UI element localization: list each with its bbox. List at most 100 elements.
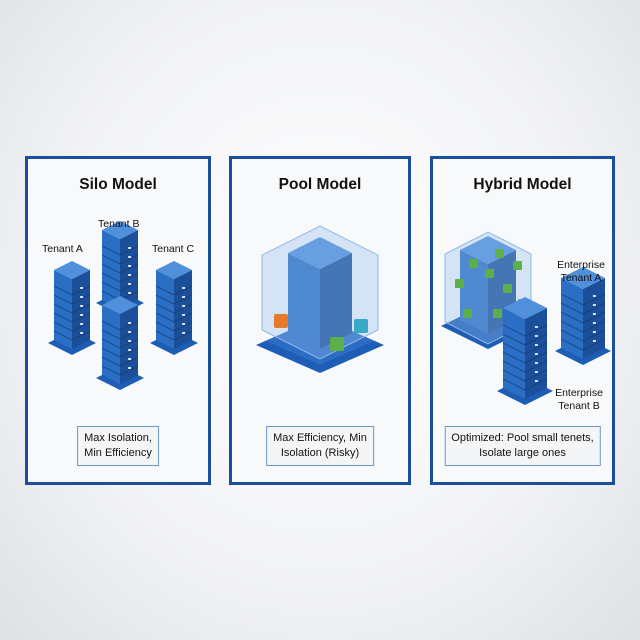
server-slot-line <box>155 321 175 332</box>
server-led <box>592 340 596 342</box>
server-slot-line <box>71 330 91 341</box>
server-slot-line <box>71 321 91 332</box>
server-slot-line <box>173 330 193 341</box>
pool-model-panel: Pool Model Max Efficiency, Min Isolation… <box>229 156 411 485</box>
server-slot-line <box>71 285 91 296</box>
server-slot-line <box>173 312 193 323</box>
silo-caption: Max Isolation, Min Efficiency <box>77 426 159 466</box>
server-led <box>128 247 132 249</box>
hybrid-servers-illustration <box>441 231 611 405</box>
box-left-face <box>54 270 72 349</box>
server-slot-line <box>502 369 526 382</box>
tenant-c-label: Tenant C <box>152 243 195 255</box>
server-slot-line <box>101 263 121 274</box>
server-slot-line <box>560 329 584 342</box>
server-led <box>80 296 84 298</box>
server-slot-line <box>119 347 139 358</box>
box-top-face <box>288 237 352 269</box>
server-slot-line <box>524 360 548 373</box>
server-slot-line <box>173 321 193 332</box>
panel-title: Silo Model <box>79 176 157 193</box>
caption-line: Isolate large ones <box>479 447 566 459</box>
box-right-face <box>583 278 605 359</box>
pool-server-illustration <box>256 225 384 373</box>
server-led <box>534 362 538 364</box>
server-slot-line <box>155 285 175 296</box>
tenant-b-label: Tenant B <box>98 218 140 230</box>
server-led <box>534 371 538 373</box>
server-slot-line <box>560 320 584 333</box>
panel-title: Pool Model <box>278 176 362 193</box>
server-slot-line <box>173 294 193 305</box>
server-led <box>182 296 186 298</box>
small-tenant-icon <box>513 261 522 270</box>
small-tenant-icon <box>463 309 472 318</box>
server-led <box>128 292 132 294</box>
server-slot-line <box>101 365 121 376</box>
tenant-orange-icon <box>274 314 288 328</box>
server-led <box>128 331 132 333</box>
server-slot-line <box>119 365 139 376</box>
box-top-face <box>102 296 138 314</box>
caption-line: Optimized: Pool small tenets, <box>451 432 594 444</box>
server-slot-line <box>502 351 526 364</box>
box-left-face <box>102 230 120 309</box>
server-slot-line <box>524 369 548 382</box>
server-led <box>182 332 186 334</box>
server-slot-line <box>119 338 139 349</box>
server-led <box>534 353 538 355</box>
server-led <box>80 287 84 289</box>
server-slot-line <box>524 342 548 355</box>
server-slot-line <box>119 329 139 340</box>
server-led <box>182 305 186 307</box>
server-led <box>128 367 132 369</box>
server-led <box>592 331 596 333</box>
server-slot-line <box>101 347 121 358</box>
server-slot-line <box>119 263 139 274</box>
caption-line: Max Efficiency, Min <box>273 432 367 444</box>
server-led <box>128 274 132 276</box>
server-slot-line <box>582 302 606 315</box>
server-slot-line <box>101 338 121 349</box>
server-led <box>128 358 132 360</box>
tenant-a-label: Tenant A <box>42 243 83 255</box>
server-slot-line <box>119 245 139 256</box>
hybrid-caption: Optimized: Pool small tenets, Isolate la… <box>444 426 601 466</box>
server-led <box>128 340 132 342</box>
server-slot-line <box>53 294 73 305</box>
caption-line: Max Isolation, <box>84 432 152 444</box>
server-slot-line <box>53 330 73 341</box>
server-slot-line <box>582 329 606 342</box>
server-slot-line <box>524 351 548 364</box>
small-tenant-icon <box>455 279 464 288</box>
server-led <box>182 287 186 289</box>
server-led <box>80 305 84 307</box>
server-slot-line <box>155 303 175 314</box>
box-top-face <box>503 297 547 319</box>
box-top-face <box>156 261 192 279</box>
server-led <box>592 295 596 297</box>
server-slot-line <box>560 311 584 324</box>
server-slot-line <box>560 338 584 351</box>
tenant-b-server <box>101 221 139 309</box>
enterprise-tenant-b-label: Enterprise Tenant B <box>555 387 603 412</box>
box-left-face <box>288 253 320 349</box>
hybrid-model-panel: Hybrid Model Enterprise Tenant A Enterpr… <box>430 156 615 485</box>
server-led <box>128 349 132 351</box>
server-led <box>534 380 538 382</box>
box-right-face <box>320 253 352 349</box>
server-slot-line <box>53 321 73 332</box>
pool-server <box>288 237 352 349</box>
enterprise-tenant-a-label: Enterprise Tenant A <box>557 259 605 284</box>
box-right-face <box>120 305 138 384</box>
server-led <box>592 304 596 306</box>
server-slot-line <box>53 303 73 314</box>
small-tenant-icon <box>495 249 504 258</box>
small-tenant-icon <box>503 284 512 293</box>
server-slot-line <box>155 294 175 305</box>
caption-line: Min Efficiency <box>84 447 152 459</box>
server-led <box>128 283 132 285</box>
server-slot-line <box>502 378 526 391</box>
enterprise-tenant-a-server <box>560 267 606 359</box>
server-led <box>80 314 84 316</box>
